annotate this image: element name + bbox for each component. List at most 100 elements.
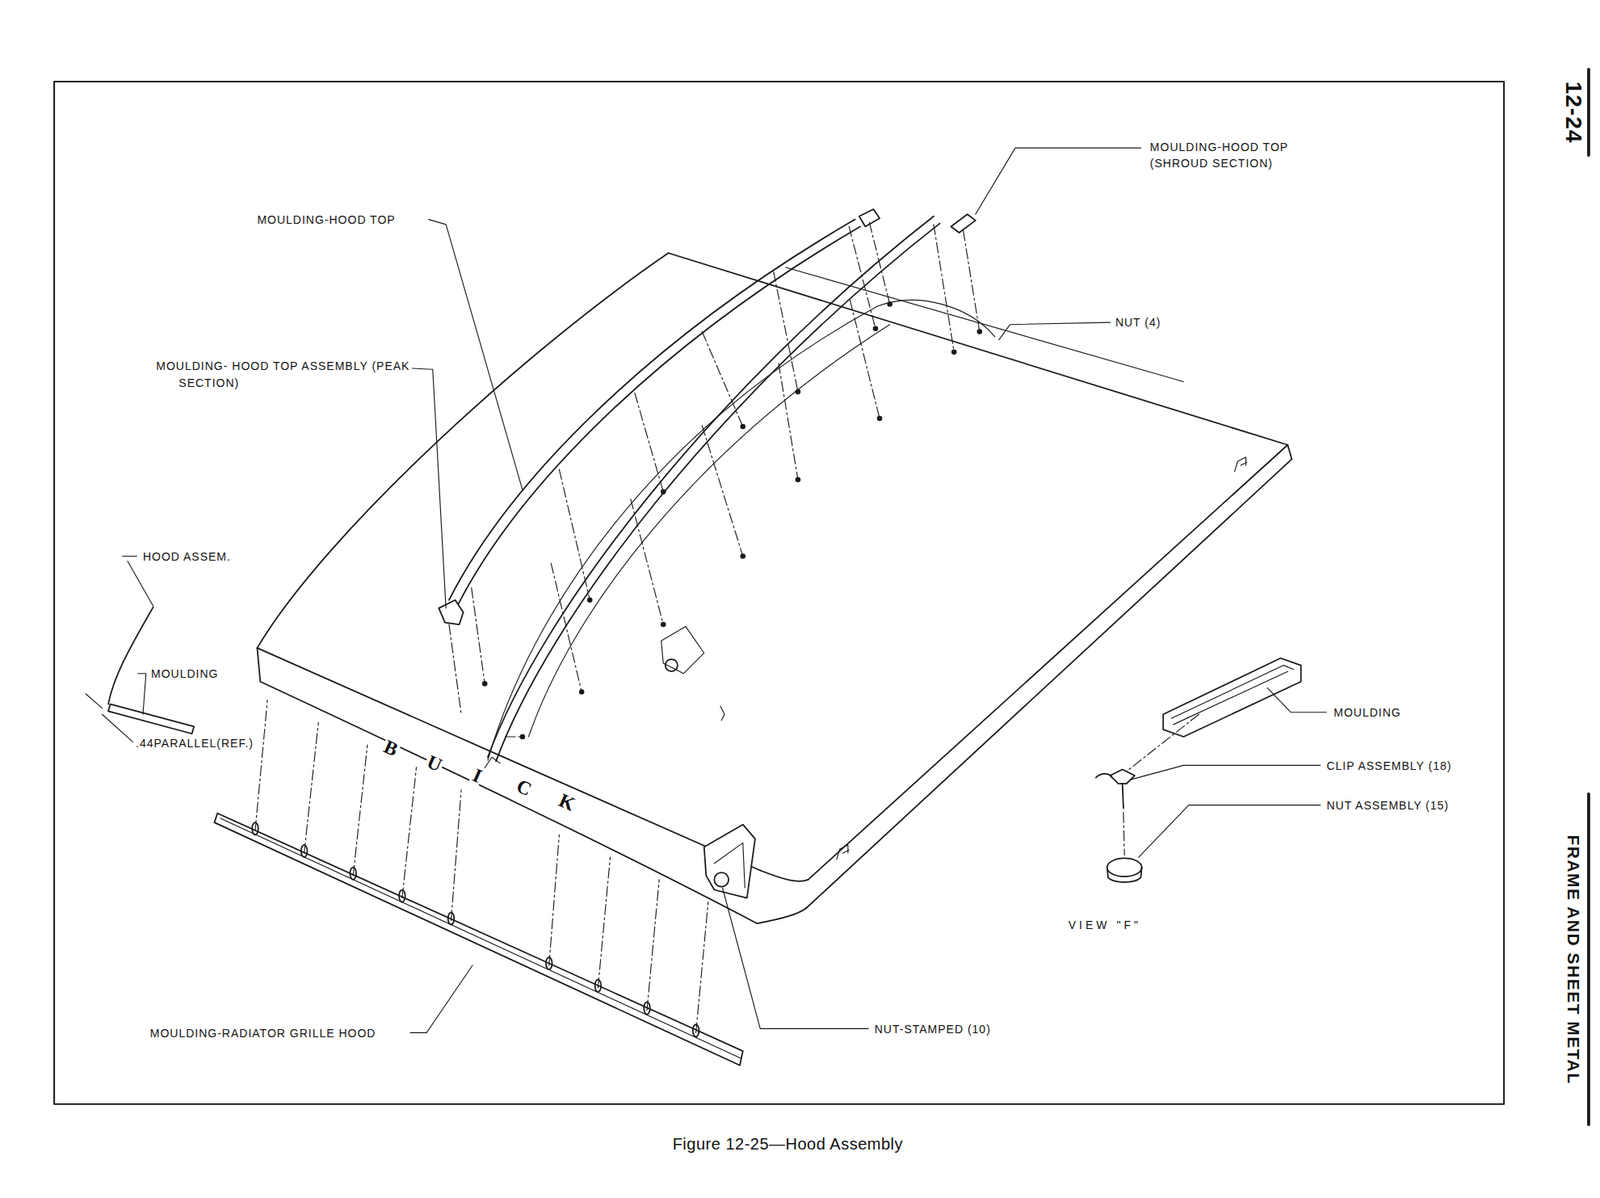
section-inset	[108, 704, 194, 735]
fastener-lines	[873, 325, 879, 332]
part-name: MOULDING-RADIATOR GRILLE HOOD	[150, 1024, 377, 1041]
fastener-lines	[739, 424, 746, 430]
view-f-parts	[1171, 665, 1294, 725]
leader-line	[1138, 805, 1321, 857]
fastener-lines	[886, 301, 893, 307]
fastener-lines	[634, 392, 664, 492]
part-name: MOULDING	[1333, 704, 1401, 721]
leader-line	[975, 147, 1142, 215]
fastener-lines	[520, 734, 526, 740]
section-inset	[85, 693, 102, 709]
grille-moulding	[220, 818, 741, 1059]
fastener-lines	[449, 624, 462, 714]
hood-panel	[720, 705, 725, 721]
leader-line	[122, 555, 154, 606]
leader-line	[722, 887, 869, 1029]
fastener-lines	[849, 299, 880, 419]
emblem-letter: I	[468, 764, 487, 786]
stamped-nut	[713, 842, 745, 888]
leader-line	[1130, 764, 1321, 780]
hood-panel	[756, 907, 807, 924]
page-frame	[54, 81, 1504, 1105]
view-f-parts	[1107, 857, 1143, 877]
stamped-nut	[704, 824, 756, 899]
fastener-lines	[795, 389, 802, 395]
part-name: MOULDING-HOOD TOP	[256, 210, 395, 227]
fastener-lines	[587, 596, 593, 603]
grille-moulding	[398, 890, 406, 903]
fastener-lines	[951, 349, 958, 356]
fastener-lines	[579, 688, 585, 695]
grille-moulding	[595, 979, 602, 992]
hood-top-moulding	[950, 214, 975, 233]
grille-moulding	[214, 700, 743, 1066]
section-inset	[101, 713, 133, 742]
leader-line	[138, 673, 147, 715]
section-title: FRAME AND SHEET METAL	[1561, 834, 1586, 1084]
grille-moulding	[696, 902, 709, 1034]
part-name: HOOD ASSEM.	[142, 547, 231, 564]
fastener-lines	[739, 553, 746, 559]
grille-moulding	[352, 744, 368, 876]
fastener-lines	[795, 476, 802, 483]
view-f-parts	[1110, 768, 1135, 784]
figure-caption: Figure 12-25—Hood Assembly	[672, 1132, 903, 1156]
hood-panel	[528, 324, 890, 737]
fastener-lines	[977, 328, 983, 335]
emblem-letter: B	[379, 735, 403, 761]
hood-panel	[1234, 457, 1248, 472]
stamped-nut	[713, 872, 729, 887]
fastener-lines	[877, 415, 883, 422]
fastener-lines	[660, 489, 667, 496]
fastener-lines	[660, 621, 667, 628]
grille-moulding	[545, 957, 553, 970]
dimension: .44PARALLEL(REF.)	[135, 734, 254, 752]
grille-moulding	[349, 867, 357, 880]
section-inset	[108, 607, 154, 705]
hood-top-moulding	[438, 600, 463, 625]
part-name: MOULDING- HOOD TOP ASSEMBLY (PEAK SECTIO…	[155, 357, 424, 391]
fastener-lines	[963, 230, 980, 332]
grille-moulding	[646, 879, 660, 1011]
hood-panel	[760, 870, 808, 882]
hood-panel	[256, 647, 761, 870]
hood-panel	[661, 626, 705, 674]
emblem-letter: U	[423, 751, 447, 777]
leader-line	[428, 219, 523, 491]
hood-top-moulding	[457, 226, 861, 606]
fastener-lines	[630, 499, 664, 625]
fastener-lines	[701, 331, 744, 427]
grille-moulding	[549, 834, 560, 966]
grille-moulding	[304, 722, 320, 853]
leader-line	[410, 965, 473, 1033]
page-number: 12-24	[1557, 81, 1591, 144]
stamped-nut	[704, 824, 756, 899]
view-f-parts	[1096, 658, 1302, 882]
hood-panel	[487, 300, 996, 761]
emblem-letter: K	[554, 789, 580, 815]
page-frame	[1587, 69, 1591, 156]
hood-top-moulding	[487, 216, 934, 757]
hood-panel	[1287, 445, 1292, 460]
part-name: CLIP ASSEMBLY (18)	[1326, 756, 1452, 773]
hood-panel	[668, 252, 1289, 445]
page-frame	[1587, 793, 1591, 1125]
fastener-lines	[471, 587, 485, 685]
fastener-lines	[773, 271, 798, 392]
hood-panel	[836, 844, 849, 860]
grille-moulding	[692, 1024, 700, 1037]
grille-moulding	[643, 1001, 651, 1014]
grille-moulding	[450, 789, 462, 921]
page-frame	[54, 69, 1589, 1125]
view-f-parts	[1096, 773, 1113, 778]
emblem-letter: C	[512, 775, 537, 801]
hood-panel	[256, 252, 1292, 924]
hood-top-moulding	[438, 209, 975, 761]
fastener-lines	[558, 469, 590, 601]
fastener-lines	[701, 425, 744, 557]
grille-moulding	[251, 822, 259, 835]
hood-top-moulding	[449, 219, 856, 601]
hood-top-moulding	[495, 223, 940, 762]
